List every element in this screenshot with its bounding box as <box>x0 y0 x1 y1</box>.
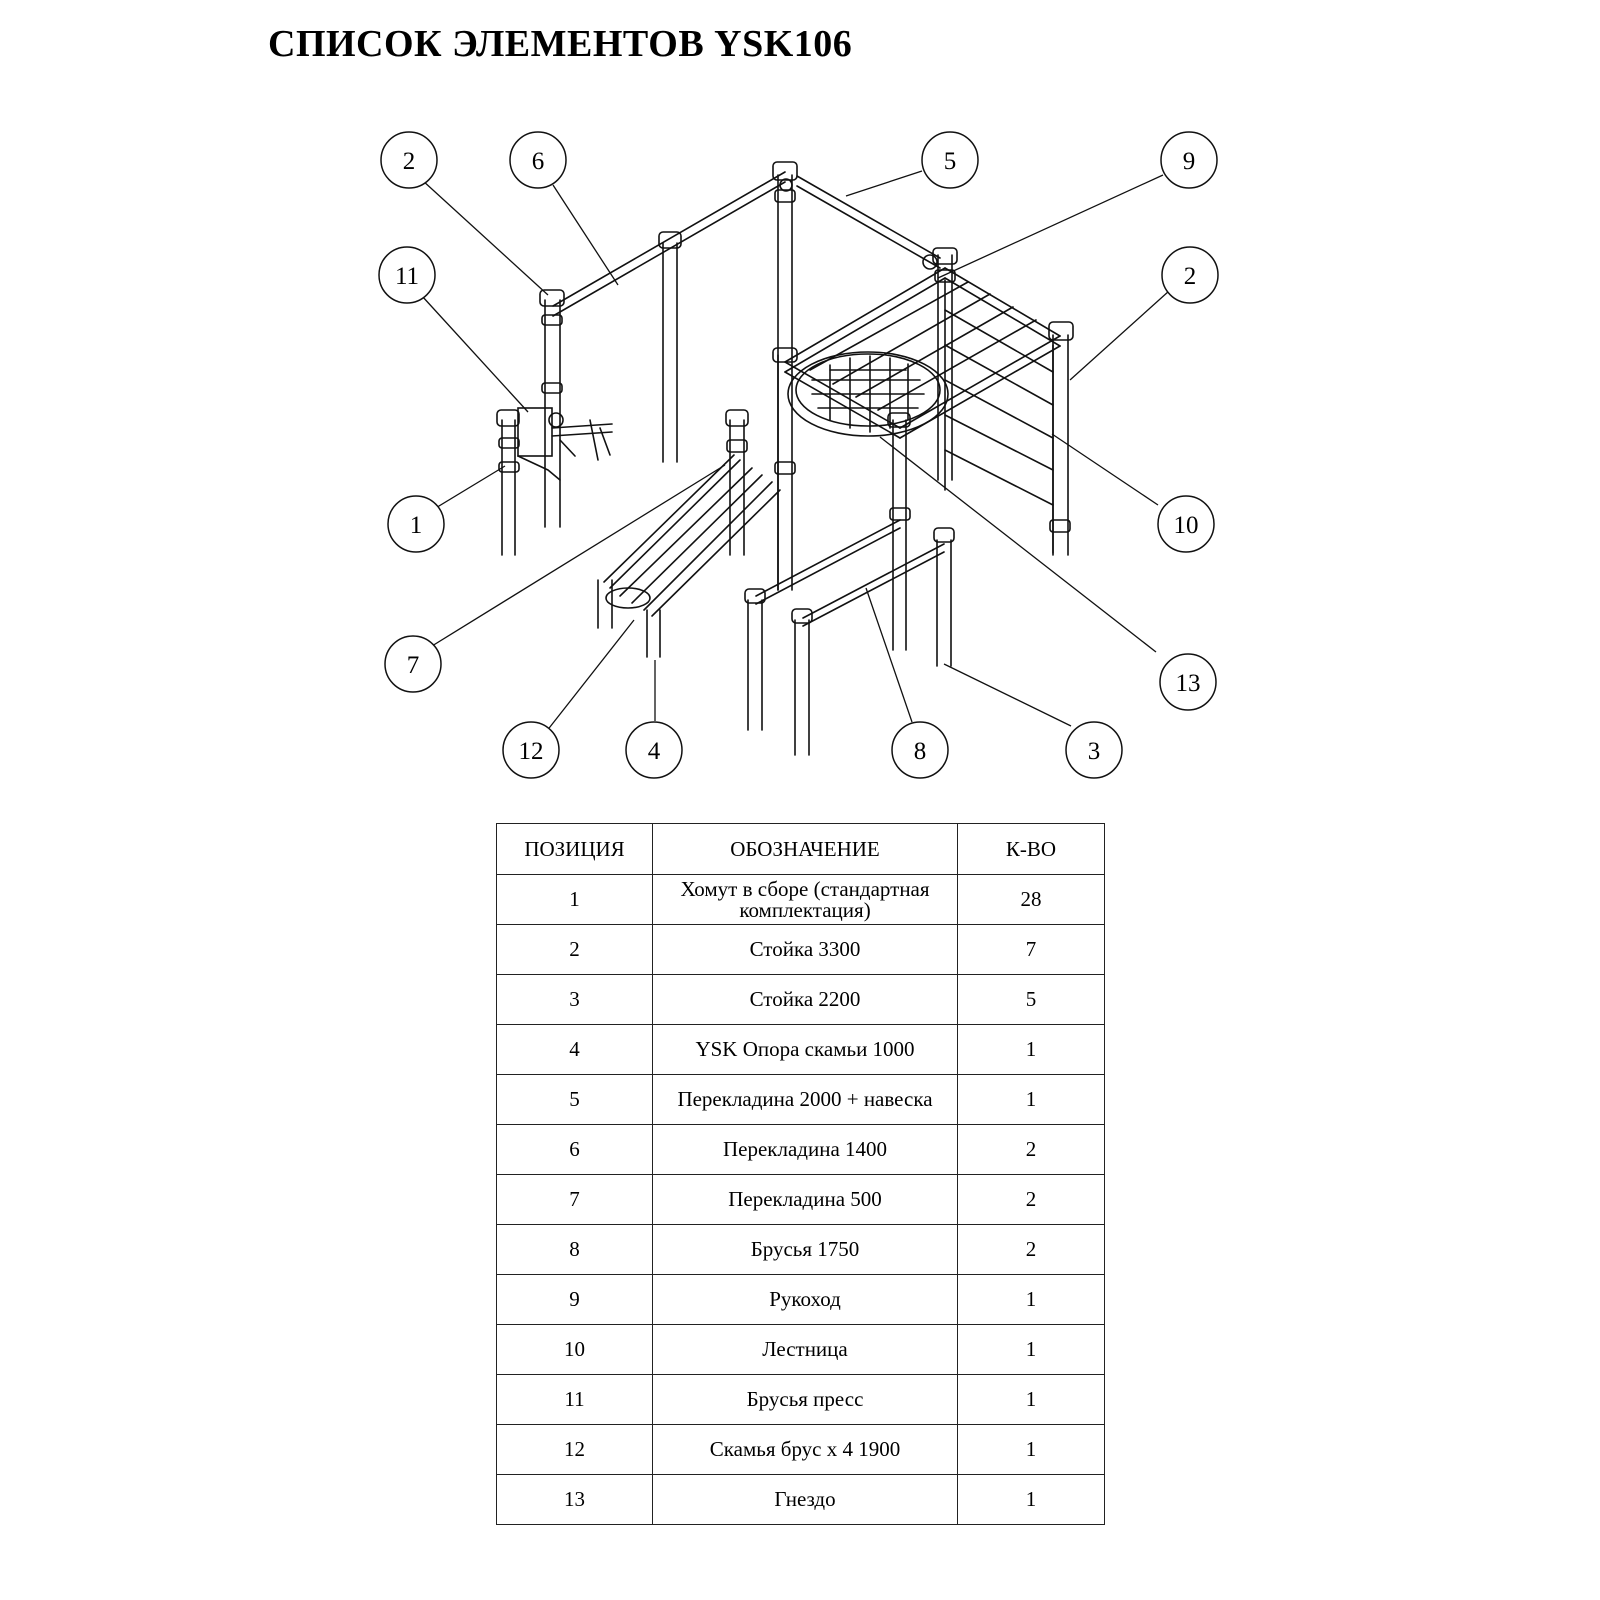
table-header-row: ПОЗИЦИЯ ОБОЗНАЧЕНИЕ К-ВО <box>496 823 1105 875</box>
beams <box>552 171 1061 554</box>
cell-quantity: 1 <box>957 1474 1105 1525</box>
leader-lines <box>421 170 1170 733</box>
header-quantity: К-ВО <box>957 823 1105 875</box>
svg-text:3: 3 <box>1088 738 1101 765</box>
cell-quantity: 1 <box>957 1374 1105 1425</box>
callout-8: 8 <box>891 721 949 779</box>
svg-text:7: 7 <box>407 652 420 679</box>
cell-quantity: 7 <box>957 924 1105 975</box>
cell-position: 5 <box>496 1074 653 1125</box>
cell-designation: Хомут в сборе (стандартная комплектация) <box>652 874 958 925</box>
cell-designation: Брусья пресс <box>652 1374 958 1425</box>
callout-balloons: 2 6 5 9 11 2 1 10 <box>378 131 1219 779</box>
svg-text:11: 11 <box>395 263 419 290</box>
cell-position: 13 <box>496 1474 653 1525</box>
cell-position: 11 <box>496 1374 653 1425</box>
posts <box>501 174 1069 756</box>
callout-11: 11 <box>378 246 436 304</box>
callout-7: 7 <box>384 635 442 693</box>
cell-position: 7 <box>496 1174 653 1225</box>
cell-designation: Стойка 3300 <box>652 924 958 975</box>
cell-designation: Лестница <box>652 1324 958 1375</box>
cell-designation: Гнездо <box>652 1474 958 1525</box>
callout-13: 13 <box>1159 653 1217 711</box>
callout-3: 3 <box>1065 721 1123 779</box>
hinges <box>779 178 938 270</box>
callout-10: 10 <box>1157 495 1215 553</box>
cell-position: 8 <box>496 1224 653 1275</box>
nest <box>787 351 949 437</box>
callout-4: 4 <box>625 721 683 779</box>
clamps <box>498 189 1071 533</box>
callout-5: 5 <box>921 131 979 189</box>
cell-quantity: 1 <box>957 1074 1105 1125</box>
cell-position: 4 <box>496 1024 653 1075</box>
cell-quantity: 1 <box>957 1324 1105 1375</box>
cell-designation: Рукоход <box>652 1274 958 1325</box>
cell-quantity: 5 <box>957 974 1105 1025</box>
svg-text:5: 5 <box>944 148 957 175</box>
bench <box>603 454 781 617</box>
cell-designation: Перекладина 500 <box>652 1174 958 1225</box>
cell-designation: Перекладина 1400 <box>652 1124 958 1175</box>
cell-position: 9 <box>496 1274 653 1325</box>
svg-text:10: 10 <box>1174 512 1199 539</box>
assembly-diagram: 2 6 5 9 11 2 1 10 <box>378 131 1219 779</box>
cell-position: 12 <box>496 1424 653 1475</box>
cell-position: 3 <box>496 974 653 1025</box>
cell-designation: YSK Опора скамьи 1000 <box>652 1024 958 1075</box>
callout-1: 1 <box>387 495 445 553</box>
cell-quantity: 1 <box>957 1424 1105 1475</box>
svg-text:9: 9 <box>1183 148 1196 175</box>
cell-designation: Скамья брус х 4 1900 <box>652 1424 958 1475</box>
cell-quantity: 28 <box>957 874 1105 925</box>
header-position: ПОЗИЦИЯ <box>496 823 653 875</box>
svg-text:12: 12 <box>519 738 544 765</box>
cell-position: 1 <box>496 874 653 925</box>
page-title: СПИСОК ЭЛЕМЕНТОВ YSK106 <box>268 23 853 65</box>
cell-position: 10 <box>496 1324 653 1375</box>
callout-2a: 2 <box>380 131 438 189</box>
parallel-bars <box>755 519 945 627</box>
cell-quantity: 1 <box>957 1024 1105 1075</box>
callout-6: 6 <box>509 131 567 189</box>
callout-12: 12 <box>502 721 560 779</box>
svg-text:13: 13 <box>1176 670 1201 697</box>
cell-position: 6 <box>496 1124 653 1175</box>
svg-text:1: 1 <box>410 512 423 539</box>
cell-designation: Брусья 1750 <box>652 1224 958 1275</box>
callout-2b: 2 <box>1161 246 1219 304</box>
callout-9: 9 <box>1160 131 1218 189</box>
ab-station <box>517 407 613 481</box>
header-designation: ОБОЗНАЧЕНИЕ <box>652 823 958 875</box>
svg-text:6: 6 <box>532 148 545 175</box>
cell-quantity: 1 <box>957 1274 1105 1325</box>
svg-text:8: 8 <box>914 738 927 765</box>
cell-position: 2 <box>496 924 653 975</box>
cell-quantity: 2 <box>957 1174 1105 1225</box>
svg-text:4: 4 <box>648 738 661 765</box>
svg-text:2: 2 <box>1184 263 1197 290</box>
svg-text:2: 2 <box>403 148 416 175</box>
cell-quantity: 2 <box>957 1224 1105 1275</box>
cell-designation: Стойка 2200 <box>652 974 958 1025</box>
cell-quantity: 2 <box>957 1124 1105 1175</box>
cell-designation: Перекладина 2000 + навеска <box>652 1074 958 1125</box>
